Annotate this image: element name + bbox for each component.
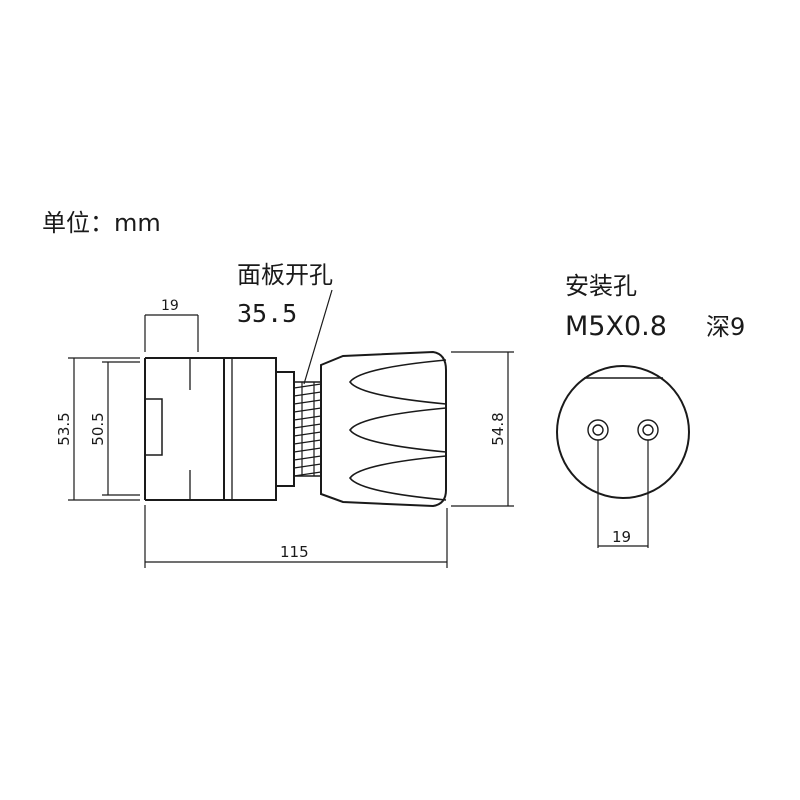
dim-segment-19 xyxy=(144,314,199,352)
hole-left-inner xyxy=(592,424,604,436)
rear-body-slot xyxy=(144,398,163,456)
mounting-hole-thread: M5X0.8 xyxy=(565,311,667,342)
dim-hole-spacing-label: 19 xyxy=(612,528,631,546)
knurled-cap xyxy=(320,350,447,508)
dim-hole-spacing xyxy=(597,440,649,548)
collar-step xyxy=(275,371,295,487)
unit-label: 单位：mm xyxy=(42,209,161,237)
dimension-lines xyxy=(68,314,514,568)
panel-cutout-title: 面板开孔 xyxy=(237,261,333,289)
knurl-ridge-2 xyxy=(349,407,447,453)
dim-segment-label: 19 xyxy=(161,298,179,314)
rear-body-outline xyxy=(144,357,224,501)
mounting-hole-depth: 深9 xyxy=(706,313,745,341)
dim-outer-label: 53.5 xyxy=(55,412,73,445)
dim-cap-label: 54.8 xyxy=(489,412,507,445)
knurl-ridge-1 xyxy=(349,359,447,405)
thread xyxy=(293,381,322,477)
dim-cap-54-8 xyxy=(451,351,514,507)
hole-right-outer xyxy=(637,419,659,441)
dim-total-115 xyxy=(144,505,448,568)
knurl-ridge-3 xyxy=(349,455,447,501)
dim-outer-53-5 xyxy=(68,357,140,501)
panel-cutout-leader xyxy=(303,289,333,385)
dim-inner-50-5 xyxy=(102,361,140,496)
mounting-hole-title: 安装孔 xyxy=(565,272,637,300)
hole-left-outer xyxy=(587,419,609,441)
mounting-hole-view xyxy=(556,365,690,548)
hole-right-inner xyxy=(642,424,654,436)
panel-cutout-value: 35.5 xyxy=(237,299,297,328)
dim-inner-label: 50.5 xyxy=(89,412,107,445)
dim-total-label: 115 xyxy=(280,543,309,561)
flange-circle xyxy=(556,365,690,499)
connector-side-view xyxy=(144,289,447,508)
